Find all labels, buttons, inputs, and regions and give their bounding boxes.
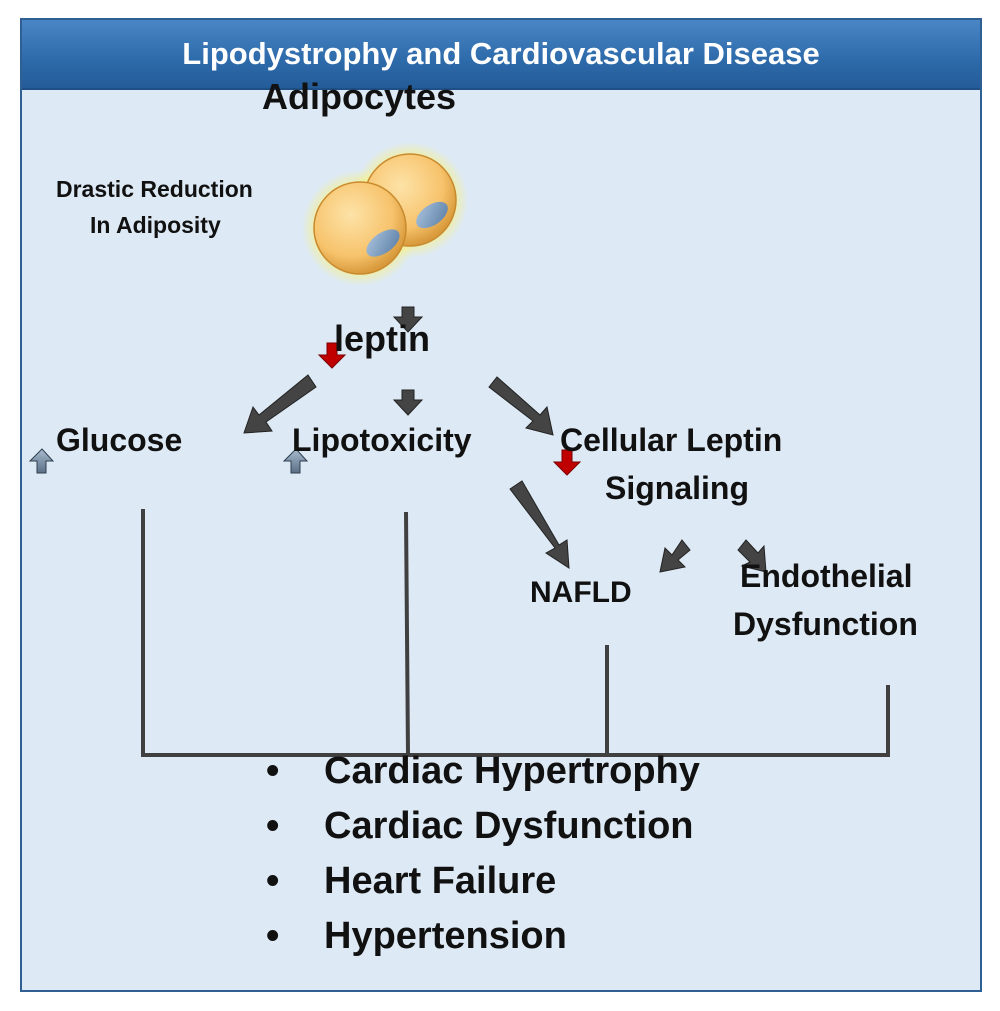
leptin-to-cellular-signaling-arrow (488, 376, 554, 436)
nafld-label: NAFLD (530, 576, 632, 609)
adipocyte-cells-icon (302, 142, 468, 286)
outcome-item: • Cardiac Dysfunction (264, 805, 700, 860)
outcome-item: • Cardiac Hypertrophy (264, 750, 700, 805)
adipocytes-to-leptin-arrow (392, 306, 424, 333)
bullet: • (266, 915, 280, 957)
glucose-increase-icon (28, 448, 55, 474)
outcome-text: Cardiac Dysfunction (324, 805, 694, 847)
signaling-to-endothelial-arrow (737, 539, 767, 573)
adiposity-note-line1: Drastic Reduction (56, 176, 253, 202)
cellular-leptin-label-line2: Signaling (605, 470, 749, 506)
signaling-to-nafld-arrow (659, 539, 691, 573)
lipotoxicity-increase-icon (282, 448, 309, 474)
lipotoxicity-to-nafld-arrow (509, 480, 570, 569)
bullet: • (266, 805, 280, 847)
endothelial-label-line2: Dysfunction (733, 606, 918, 642)
lipotoxicity-label: Lipotoxicity (292, 422, 472, 458)
convergence-connector (141, 509, 890, 757)
endothelial-label-line1: Endothelial (740, 558, 913, 594)
glucose-label: Glucose (56, 422, 183, 458)
outcome-text: Hypertension (324, 915, 567, 957)
header-bar: Lipodystrophy and Cardiovascular Disease (22, 20, 980, 90)
adipocytes-label: Adipocytes (262, 76, 457, 117)
leptin-label: leptin (334, 318, 430, 359)
outcome-item: • Heart Failure (264, 860, 700, 915)
bullet: • (266, 860, 280, 902)
bullet: • (266, 750, 280, 792)
leptin-decrease-icon (317, 342, 347, 369)
diagram-panel: Lipodystrophy and Cardiovascular Disease (20, 18, 982, 992)
outcomes-list: • Cardiac Hypertrophy • Cardiac Dysfunctio… (264, 750, 700, 970)
outcome-text: Heart Failure (324, 860, 557, 902)
outcome-item: • Hypertension (264, 915, 700, 970)
cellular-leptin-decrease-icon (552, 449, 582, 476)
cellular-leptin-label-line1: Cellular Leptin (560, 422, 783, 458)
leptin-to-glucose-arrow (243, 374, 317, 434)
diagram-title: Lipodystrophy and Cardiovascular Disease (182, 36, 820, 71)
adiposity-note-line2: In Adiposity (90, 212, 221, 238)
outcome-text: Cardiac Hypertrophy (324, 750, 700, 792)
leptin-to-lipotoxicity-arrow (392, 389, 424, 416)
